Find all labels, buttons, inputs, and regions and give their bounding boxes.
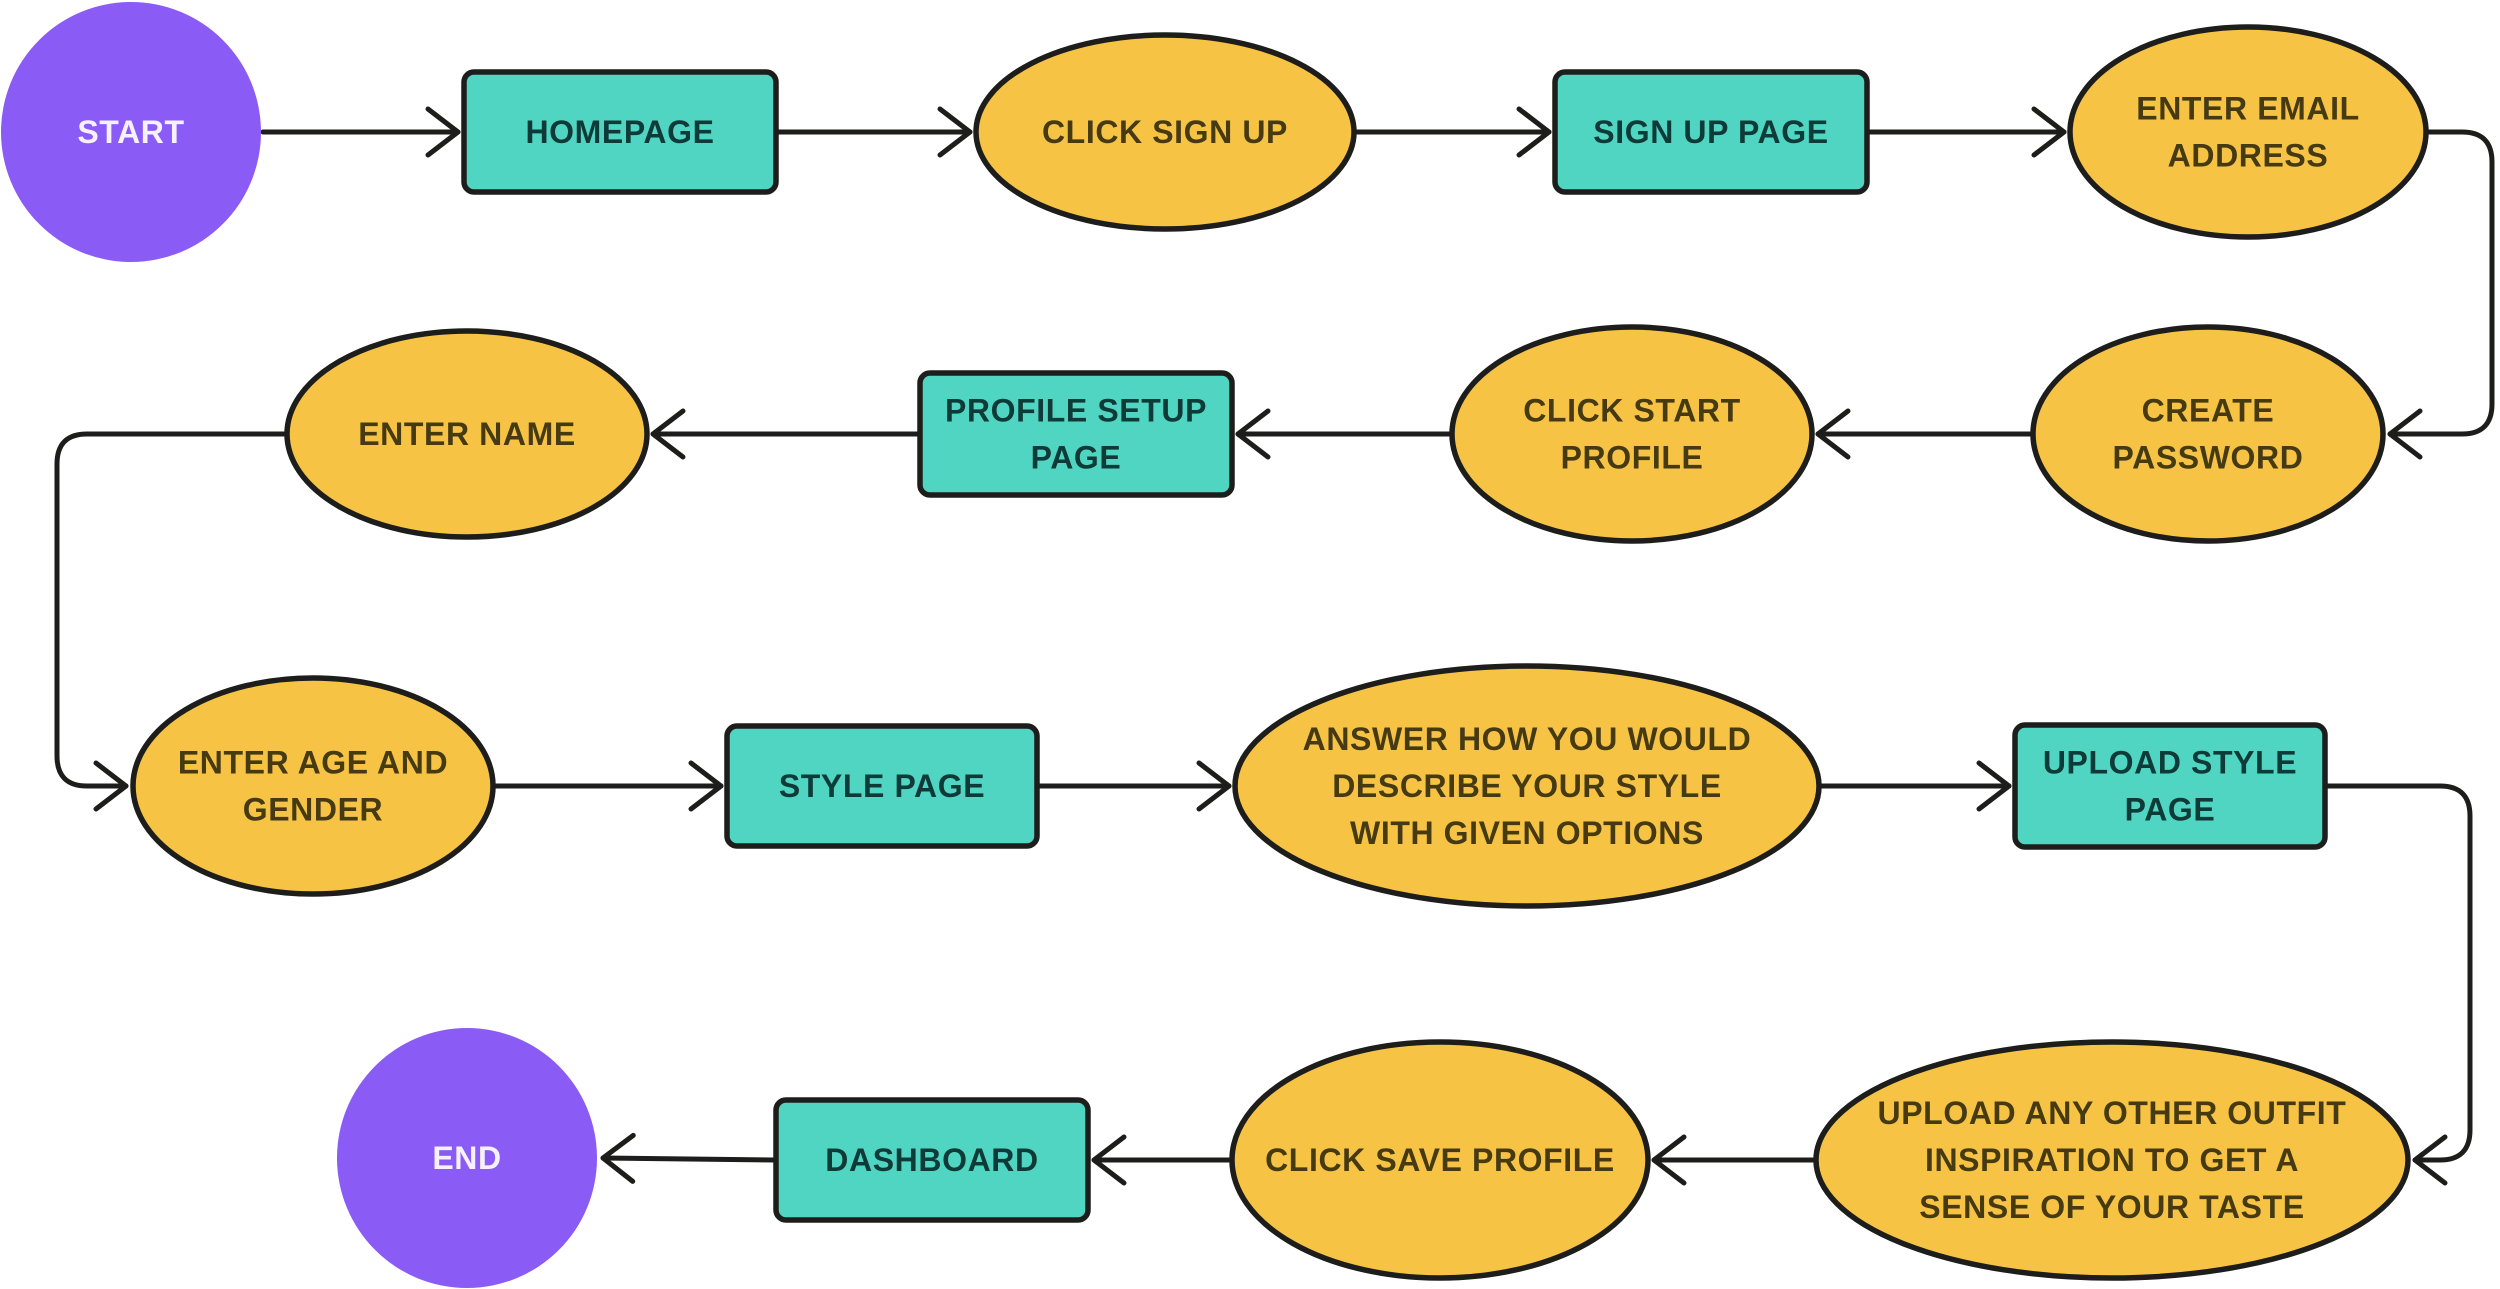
upload-outfit-label-line: SENSE OF YOUR TASTE [1919, 1189, 2304, 1225]
upload-outfit-label: UPLOAD ANY OTHER OUTFIT INSPIRATION TO GE… [1878, 1095, 2347, 1225]
edges [54, 106, 2495, 1186]
click-start-profile-label-line: PROFILE [1561, 440, 1704, 476]
upload-outfit-shape [1813, 1039, 2411, 1281]
edge-upload-style-page-upload-outfit [2322, 783, 2473, 1186]
upload-style-page-shape [2012, 722, 2328, 850]
upload-style-page-label: UPLOAD STYLE PAGE [2043, 745, 2297, 828]
node-click-start-profile: CLICK START PROFILE [1449, 324, 1815, 544]
upload-style-page-label-line: PAGE [2125, 792, 2216, 828]
style-page-label: STYLE PAGE [779, 768, 985, 804]
dashboard-label: DASHBOARD [825, 1142, 1038, 1178]
enter-email-label: ENTER EMAIL ADDRESS [2136, 91, 2360, 174]
enter-email-shape [2067, 24, 2429, 240]
style-page-label-line: STYLE PAGE [779, 768, 985, 804]
click-start-profile-label: CLICK START PROFILE [1523, 393, 1741, 476]
node-profile-setup-page: PROFILE SETUP PAGE [917, 370, 1235, 498]
enter-email-label-line: ENTER EMAIL [2136, 91, 2360, 127]
dashboard-shape [773, 1097, 1091, 1223]
upload-outfit-label-line: UPLOAD ANY OTHER OUTFIT [1878, 1095, 2347, 1131]
sign-up-page-label-line: SIGN UP PAGE [1593, 114, 1828, 150]
enter-age-gender-label: ENTER AGE AND GENDER [178, 745, 448, 828]
node-upload-outfit: UPLOAD ANY OTHER OUTFIT INSPIRATION TO GE… [1813, 1039, 2411, 1281]
node-homepage: HOMEPAGE [461, 69, 779, 195]
click-save-profile-shape [1229, 1039, 1651, 1281]
edge-dashboard-end [600, 1132, 777, 1184]
answer-style-label: ANSWER HOW YOU WOULD DESCRIBE YOUR STYLE W… [1303, 721, 1752, 851]
upload-outfit-label-line: INSPIRATION TO GET A [1925, 1142, 2299, 1178]
answer-style-shape [1232, 663, 1822, 909]
answer-style-label-line: DESCRIBE YOUR STYLE [1332, 768, 1722, 804]
click-sign-up-label: CLICK SIGN UP [1042, 114, 1288, 150]
click-start-profile-shape [1449, 324, 1815, 544]
homepage-label-line: HOMEPAGE [525, 114, 714, 150]
create-password-label-line: PASSWORD [2113, 440, 2304, 476]
answer-style-label-line: ANSWER HOW YOU WOULD [1303, 721, 1752, 757]
answer-style-label-line: WITH GIVEN OPTIONS [1350, 815, 1704, 851]
node-answer-style: ANSWER HOW YOU WOULD DESCRIBE YOUR STYLE W… [1232, 663, 1822, 909]
enter-age-gender-label-line: ENTER AGE AND [178, 745, 448, 781]
click-sign-up-label-line: CLICK SIGN UP [1042, 114, 1288, 150]
node-enter-age-gender: ENTER AGE AND GENDER [130, 675, 496, 897]
start-shape [1, 2, 261, 262]
sign-up-page-label: SIGN UP PAGE [1593, 114, 1828, 150]
enter-age-gender-shape [130, 675, 496, 897]
enter-email-label-line: ADDRESS [2168, 138, 2329, 174]
node-upload-style-page: UPLOAD STYLE PAGE [2012, 722, 2328, 850]
create-password-label: CREATE PASSWORD [2113, 393, 2304, 476]
enter-name-shape [284, 328, 650, 540]
enter-age-gender-label-line: GENDER [243, 792, 384, 828]
sign-up-page-shape [1552, 69, 1870, 195]
node-style-page: STYLE PAGE [724, 723, 1040, 849]
profile-setup-page-label: PROFILE SETUP PAGE [945, 393, 1207, 476]
create-password-shape [2030, 324, 2386, 544]
end-label-line: END [432, 1140, 501, 1176]
profile-setup-page-shape [917, 370, 1235, 498]
upload-style-page-label-line: UPLOAD STYLE [2043, 745, 2297, 781]
node-enter-email: ENTER EMAIL ADDRESS [2067, 24, 2429, 240]
end-shape [337, 1028, 597, 1288]
enter-name-label: ENTER NAME [358, 416, 576, 452]
start-label-line: START [77, 114, 184, 150]
node-click-sign-up: CLICK SIGN UP [973, 32, 1357, 232]
create-password-label-line: CREATE [2142, 393, 2275, 429]
click-save-profile-label-line: CLICK SAVE PROFILE [1265, 1142, 1615, 1178]
end-label: END [432, 1140, 501, 1176]
edge-enter-name-enter-age-gender [54, 431, 290, 812]
start-label: START [77, 114, 184, 150]
style-page-shape [724, 723, 1040, 849]
homepage-label: HOMEPAGE [525, 114, 714, 150]
node-end: END [337, 1028, 597, 1288]
node-enter-name: ENTER NAME [284, 328, 650, 540]
node-sign-up-page: SIGN UP PAGE [1552, 69, 1870, 195]
node-start: START [1, 2, 261, 262]
node-create-password: CREATE PASSWORD [2030, 324, 2386, 544]
node-click-save-profile: CLICK SAVE PROFILE [1229, 1039, 1651, 1281]
profile-setup-page-label-line: PROFILE SETUP [945, 393, 1207, 429]
homepage-shape [461, 69, 779, 195]
dashboard-label-line: DASHBOARD [825, 1142, 1038, 1178]
click-save-profile-label: CLICK SAVE PROFILE [1265, 1142, 1615, 1178]
node-dashboard: DASHBOARD [773, 1097, 1091, 1223]
click-sign-up-shape [973, 32, 1357, 232]
enter-name-label-line: ENTER NAME [358, 416, 576, 452]
profile-setup-page-label-line: PAGE [1031, 440, 1122, 476]
edge-enter-email-create-password [2387, 129, 2495, 460]
click-start-profile-label-line: CLICK START [1523, 393, 1741, 429]
